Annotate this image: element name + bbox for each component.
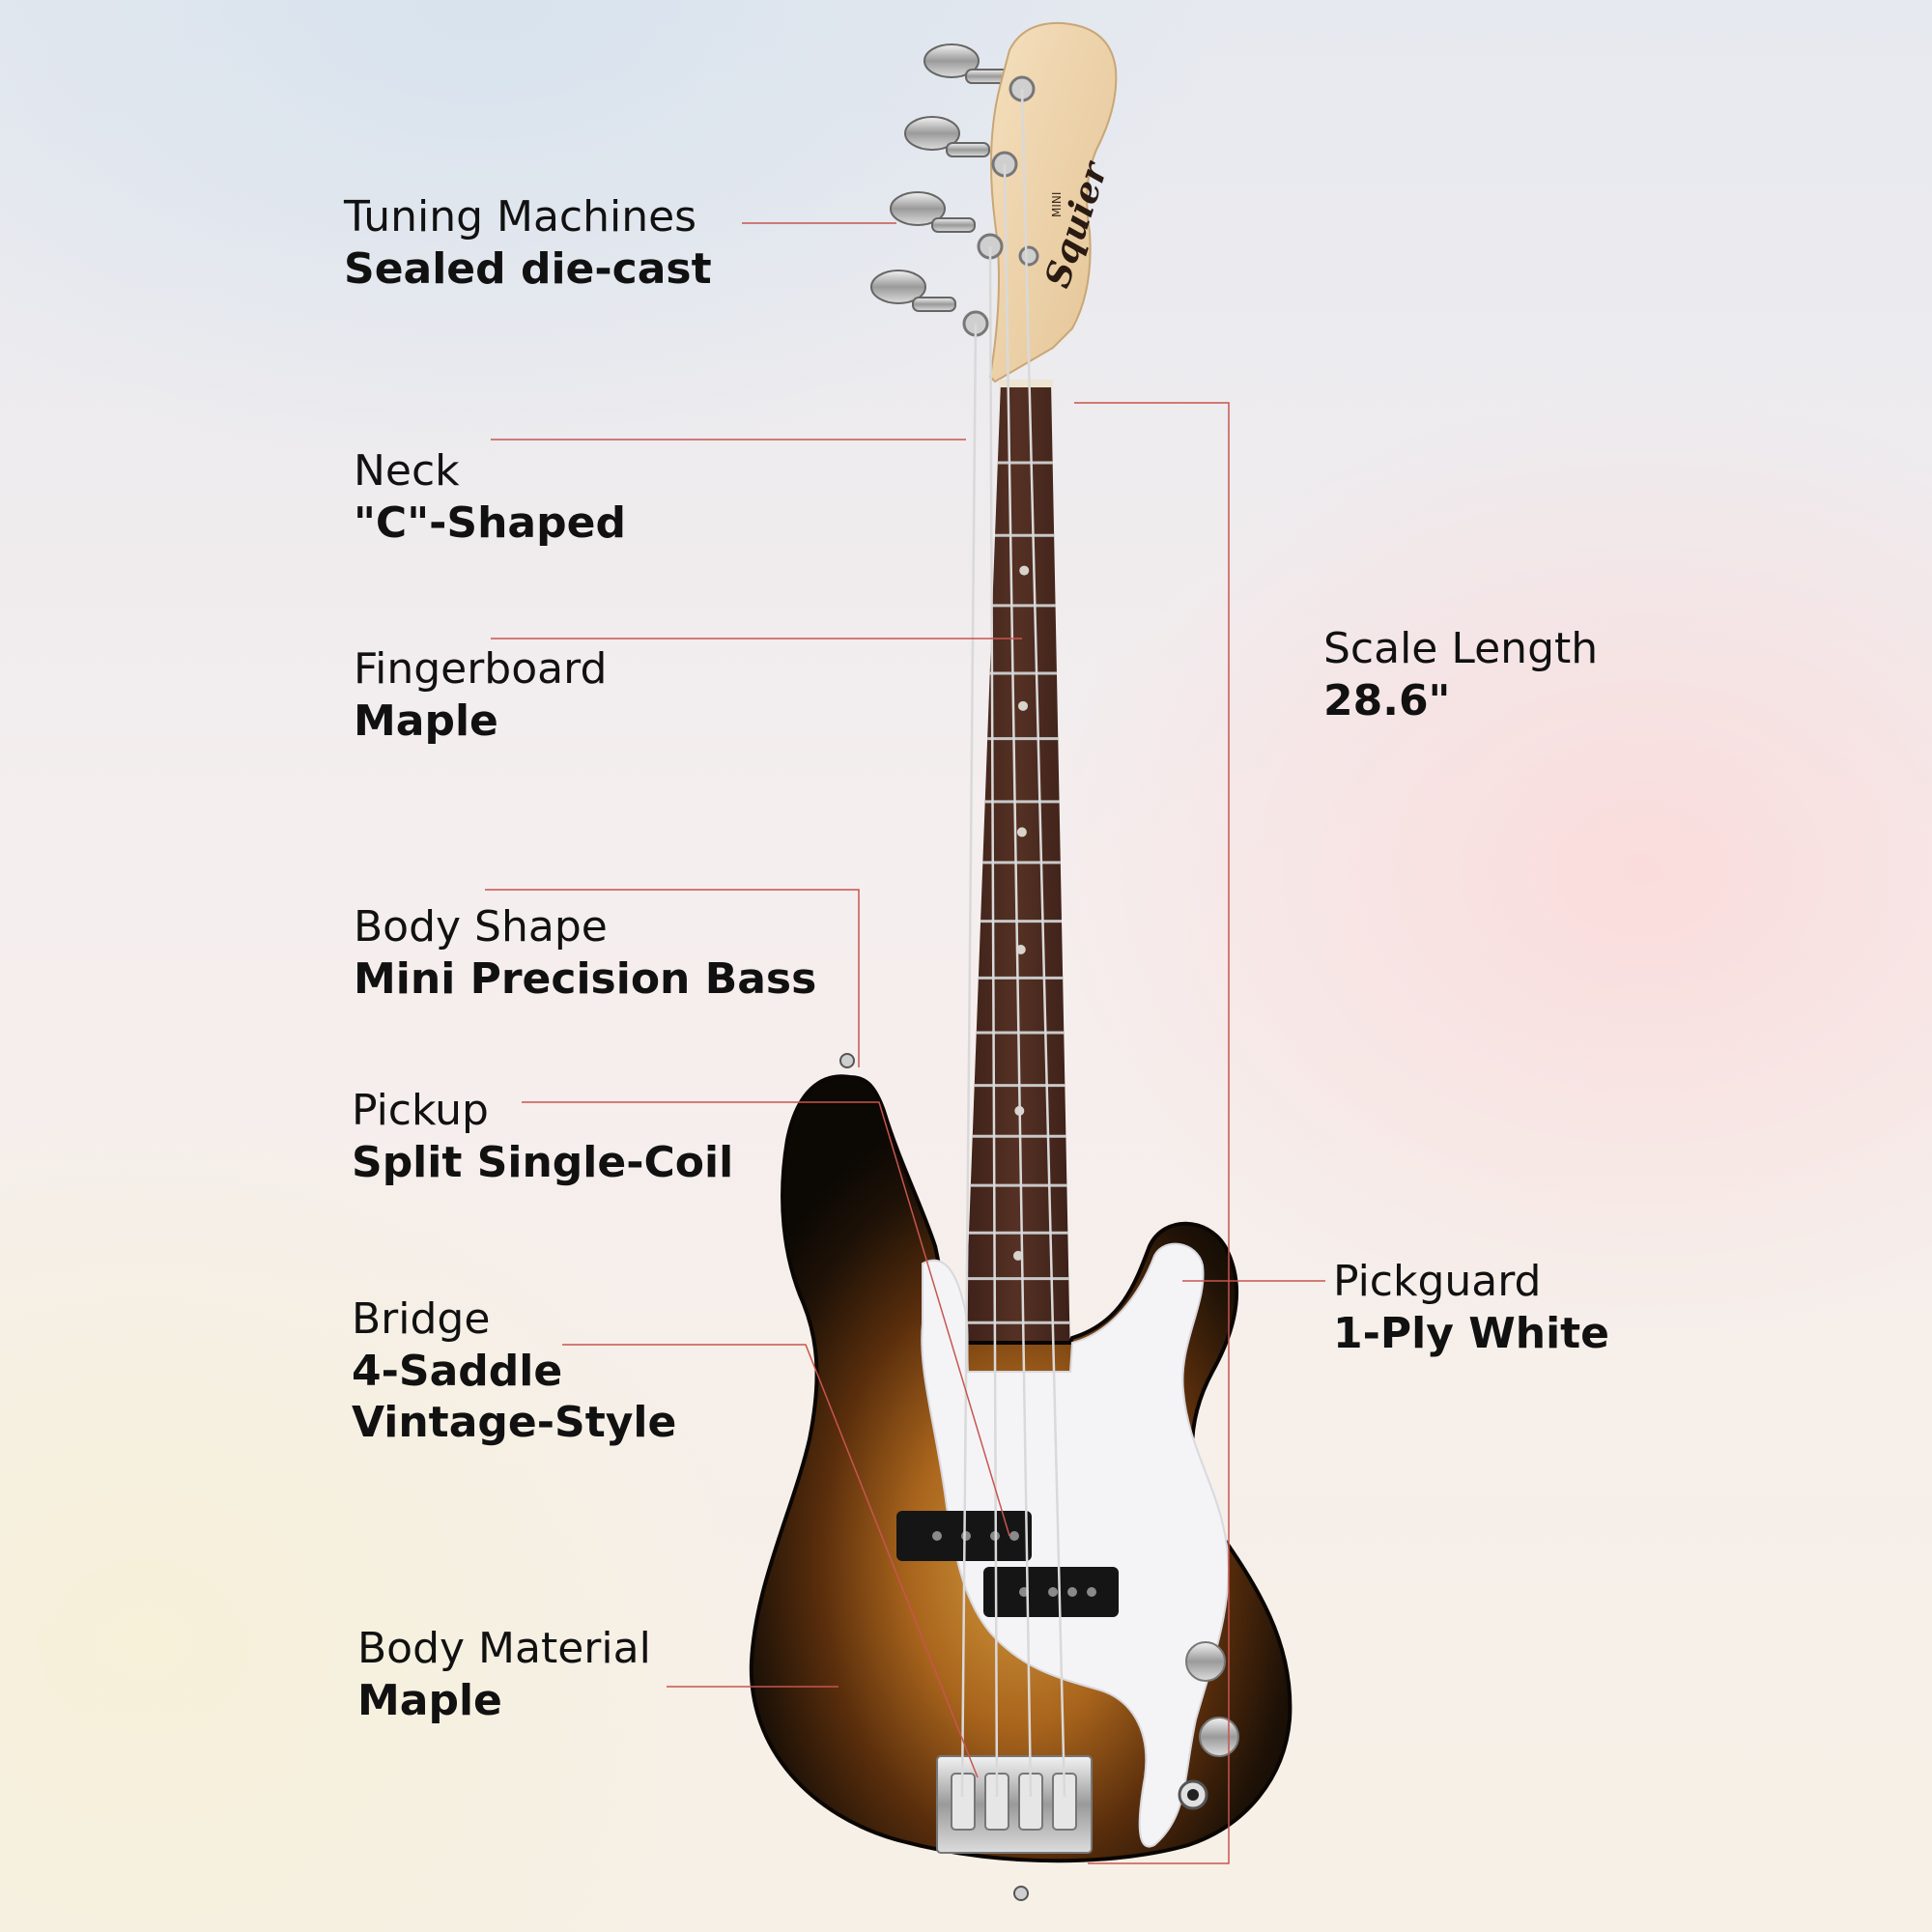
headstock-model: MINI xyxy=(1050,192,1064,217)
tuning-machines-value: Sealed die-cast xyxy=(344,243,712,294)
leader-line-bridge xyxy=(562,1344,979,1778)
pickguard-value: 1-Ply White xyxy=(1333,1308,1610,1358)
bridge-label: Bridge 4-Saddle Vintage-Style xyxy=(352,1293,676,1449)
body-material-value: Maple xyxy=(357,1675,502,1725)
fret-inlay-dot xyxy=(1016,827,1027,838)
bridge-name: Bridge xyxy=(352,1294,491,1344)
tuning-keys xyxy=(870,43,1009,312)
pickguard-label: Pickguard 1-Ply White xyxy=(1333,1256,1609,1359)
fretboard xyxy=(964,382,1070,1362)
bridge xyxy=(936,1755,1093,1854)
fingerboard-name: Fingerboard xyxy=(354,644,608,694)
scale-length-bracket xyxy=(1074,402,1230,1864)
scale-length-label: Scale Length 28.6" xyxy=(1323,623,1598,726)
neck-label: Neck "C"-Shaped xyxy=(354,445,626,549)
neck-value: "C"-Shaped xyxy=(354,497,626,548)
fret-inlay-dot xyxy=(1015,945,1026,955)
body-material-label: Body Material Maple xyxy=(357,1623,651,1726)
pickup-name: Pickup xyxy=(352,1086,489,1135)
tuning-machines-name: Tuning Machines xyxy=(344,192,697,242)
tuning-machines-label: Tuning Machines Sealed die-cast xyxy=(344,191,712,295)
leader-line-pickup xyxy=(522,1101,1010,1537)
neck-name: Neck xyxy=(354,446,460,496)
body-shape-label: Body Shape Mini Precision Bass xyxy=(354,901,816,1005)
body-shape-name: Body Shape xyxy=(354,902,608,952)
fret-inlay-dot xyxy=(1019,565,1030,576)
body-shape-value: Mini Precision Bass xyxy=(354,953,817,1004)
scale-length-value: 28.6" xyxy=(1323,675,1451,725)
fret-inlay-dot xyxy=(1018,700,1029,711)
pickguard-name: Pickguard xyxy=(1333,1257,1542,1306)
fret-inlay-dot xyxy=(1012,1250,1023,1261)
bridge-value-line1: 4-Saddle xyxy=(352,1346,563,1396)
bridge-value-line2: Vintage-Style xyxy=(352,1398,677,1448)
pickup-value: Split Single-Coil xyxy=(352,1137,734,1187)
body-material-name: Body Material xyxy=(357,1624,651,1673)
fingerboard-value: Maple xyxy=(354,696,498,746)
pickup-label: Pickup Split Single-Coil xyxy=(352,1085,733,1188)
strings xyxy=(960,88,1066,1798)
fingerboard-label: Fingerboard Maple xyxy=(354,643,607,747)
scale-length-name: Scale Length xyxy=(1323,624,1599,673)
leader-line-body-shape xyxy=(485,889,860,1067)
